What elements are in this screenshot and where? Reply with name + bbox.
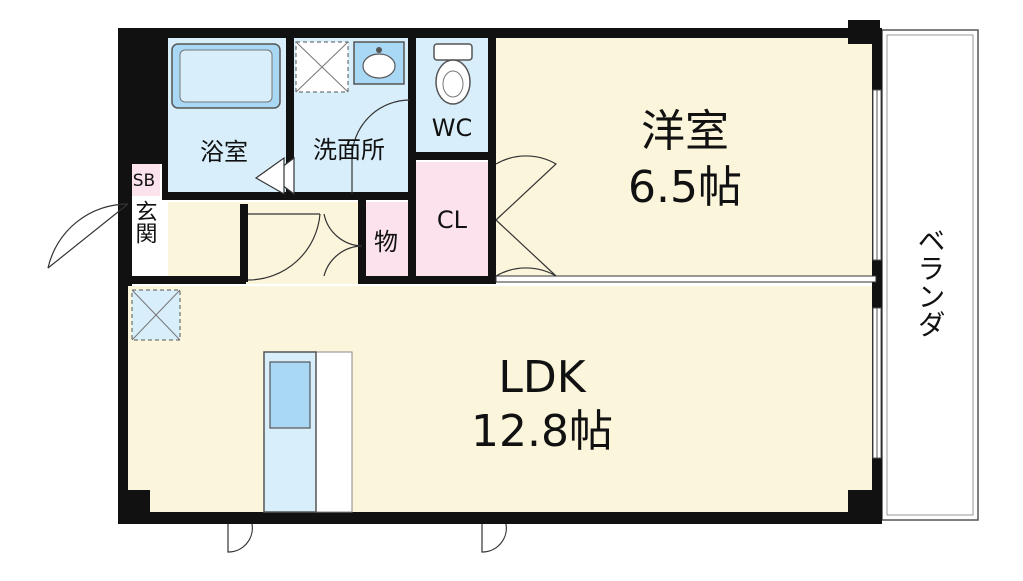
balcony (881, 29, 979, 521)
ldk-size: 12.8帖 (471, 406, 613, 457)
western-room-floor (496, 36, 874, 280)
ldk-name: LDK (498, 352, 586, 403)
kitchen-counter (263, 351, 353, 513)
shoe-box-floor (128, 162, 160, 196)
toilet (433, 43, 473, 105)
washroom-label: 洗面所 (313, 136, 385, 164)
washbasin (353, 41, 405, 85)
entrance-label: 玄関 (132, 200, 157, 244)
bath-label: 浴室 (200, 138, 248, 166)
windows (872, 89, 882, 459)
closet-floor (414, 162, 496, 276)
washing-machine-space (295, 41, 349, 93)
storage-label: 物 (374, 228, 398, 256)
walls (118, 20, 882, 524)
western-room-name: 洋室 (641, 106, 729, 157)
western-room-size: 6.5帖 (628, 162, 742, 213)
balcony-label: ベランダ (914, 226, 947, 338)
entrance-floor (128, 202, 164, 276)
room-labels: 洋室 6.5帖 LDK 12.8帖 浴室 洗面所 WC CL 物 SB 玄関 ベ… (132, 106, 947, 457)
storage-floor (364, 202, 408, 276)
wc-label: WC (432, 114, 473, 142)
bathtub (171, 43, 281, 109)
ventilation-box (131, 289, 181, 341)
door-swings (47, 99, 558, 553)
closet-label: CL (437, 206, 468, 234)
ldk-floor (128, 286, 874, 512)
shoe-box-label: SB (133, 171, 155, 191)
